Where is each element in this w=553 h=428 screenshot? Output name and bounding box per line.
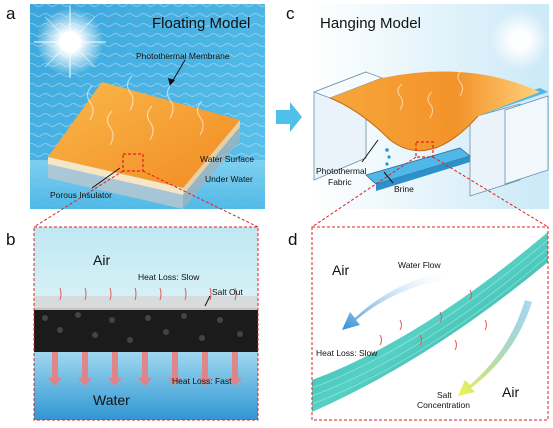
porous-insulator <box>48 164 183 209</box>
panel-letter-d: d <box>288 230 298 249</box>
water-flow-label: Water Flow <box>398 260 441 270</box>
brine-label: Brine <box>394 184 414 194</box>
panel-a <box>30 4 265 209</box>
air-label-d-top: Air <box>332 262 350 278</box>
panel-c <box>310 4 550 209</box>
panel-d <box>311 227 549 420</box>
photothermal-fabric <box>330 71 540 151</box>
arrow-right-icon <box>276 102 302 132</box>
salt-label-line2: Concentration <box>417 400 470 410</box>
heat-loss-fast-label: Heat Loss: Fast <box>172 376 232 386</box>
heat-loss-slow-label-d: Heat Loss: Slow <box>316 348 378 358</box>
zoom-connector-a <box>33 170 259 228</box>
salt-out-label: Salt Out <box>212 287 243 297</box>
panel-b <box>34 227 258 420</box>
panel-c-title: Hanging Model <box>320 15 421 32</box>
photothermal-fabric-label-line1: Photothermal <box>316 166 367 176</box>
panel-letter-a: a <box>6 4 16 23</box>
porous-insulator-label: Porous Insulator <box>50 190 112 200</box>
under-water-label: Under Water <box>205 174 253 184</box>
salt-concentration-arrow-icon <box>458 300 532 396</box>
fabric-fiber-band <box>312 232 548 412</box>
sun-icon <box>34 6 106 78</box>
salt-label-line1: Salt <box>437 390 452 400</box>
panel-letter-c: c <box>286 4 295 23</box>
zoom-connector-c <box>311 156 549 228</box>
photothermal-membrane-label: Photothermal Membrane <box>136 51 230 61</box>
water-flow-arrow-icon <box>342 272 442 330</box>
photothermal-fabric-label-line2: Fabric <box>328 177 352 187</box>
photothermal-membrane <box>48 82 240 188</box>
heat-loss-slow-label-b: Heat Loss: Slow <box>138 272 200 282</box>
air-label-b: Air <box>93 252 111 268</box>
water-surface-label: Water Surface <box>200 154 255 164</box>
porous-layer <box>34 308 258 352</box>
panel-letter-b: b <box>6 230 16 249</box>
water-label-b: Water <box>93 392 130 408</box>
air-label-d-bottom: Air <box>502 384 520 400</box>
panel-a-title: Floating Model <box>152 15 251 32</box>
